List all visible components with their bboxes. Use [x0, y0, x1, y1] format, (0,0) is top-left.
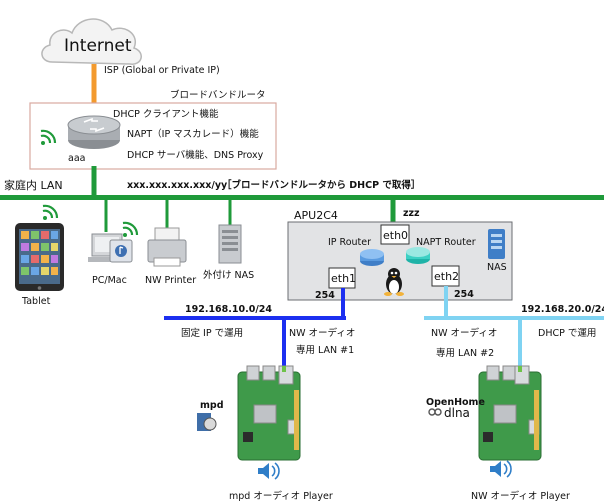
- napt-router-label: NAPT Router: [416, 237, 476, 248]
- apu-title: APU2C4: [294, 209, 338, 222]
- eth1-label: eth1: [331, 272, 356, 285]
- mpd-player-label: mpd オーディオ Player: [229, 490, 333, 502]
- router-icon: [67, 115, 121, 149]
- ip-router-icon: [360, 249, 384, 266]
- internal-nas-label: NAS: [487, 262, 507, 273]
- router-port-label: aaa: [68, 153, 85, 164]
- nw-player-label: NW オーディオ Player: [471, 490, 570, 502]
- speaker-icon-right: [490, 460, 512, 478]
- lan1-name: 専用 LAN #1: [296, 344, 354, 356]
- printer-label: NW Printer: [145, 275, 196, 286]
- lan2-mode: DHCP で運用: [538, 328, 596, 339]
- lan2-name: 専用 LAN #2: [436, 347, 494, 359]
- pc-icon: [88, 233, 133, 263]
- mpd-logo: mpd: [197, 400, 224, 431]
- lan-dhcp-note: ［ブロードバンドルータから DHCP で取得］: [222, 179, 420, 191]
- router-feature: NAPT（IP マスカレード）機能: [127, 128, 259, 140]
- lan1-bus: [164, 316, 346, 320]
- eth2-address: 254: [454, 289, 474, 300]
- lan1-mode: 固定 IP で運用: [181, 327, 243, 339]
- apu-port-label: zzz: [403, 208, 420, 219]
- lan1-device: NW オーディオ: [289, 327, 355, 339]
- internet-cloud: Internet: [41, 18, 142, 65]
- tablet-icon: [15, 223, 64, 291]
- mpd-logo-text: mpd: [200, 400, 224, 411]
- router-feature: DHCP クライアント機能: [113, 108, 219, 120]
- openhome-logo-text: OpenHome: [426, 397, 485, 408]
- eth0-label: eth0: [383, 229, 408, 242]
- napt-router-icon: [406, 247, 430, 264]
- raspberry-pi-left-icon: [237, 365, 301, 461]
- wifi-icon-pc: [122, 221, 139, 237]
- eth2-label: eth2: [434, 270, 459, 283]
- speaker-icon-left: [258, 462, 280, 480]
- isp-label: ISP (Global or Private IP): [104, 65, 220, 76]
- home-lan-label: 家庭内 LAN: [4, 178, 63, 192]
- tablet-label: Tablet: [21, 296, 51, 307]
- raspberry-pi-right-icon: [478, 365, 542, 461]
- router-title: ブロードバンドルータ: [170, 89, 265, 101]
- home-lan-bus: [0, 195, 604, 200]
- linux-tux-icon: [384, 268, 404, 296]
- internet-label: Internet: [64, 36, 132, 56]
- lan2-bus: [424, 316, 604, 320]
- lan2-device: NW オーディオ: [431, 327, 497, 339]
- external-nas-label: 外付け NAS: [203, 269, 254, 281]
- openhome-dlna-logo: OpenHome dlna: [426, 397, 485, 420]
- eth1-address: 254: [315, 290, 335, 301]
- printer-icon: [147, 227, 187, 267]
- wifi-icon-router: [40, 129, 57, 145]
- dlna-logo-text: dlna: [444, 406, 470, 420]
- internal-nas-icon: [488, 229, 505, 259]
- lan2-subnet: 192.168.20.0/24: [521, 304, 604, 315]
- external-nas-icon: [218, 224, 242, 264]
- pc-label: PC/Mac: [92, 275, 127, 286]
- lan1-subnet: 192.168.10.0/24: [185, 304, 272, 315]
- wifi-icon-tablet: [42, 204, 59, 220]
- ip-router-label: IP Router: [328, 237, 371, 248]
- lan-subnet: xxx.xxx.xxx.xxx/yy: [127, 180, 228, 191]
- router-feature: DHCP サーバ機能、DNS Proxy: [127, 149, 264, 161]
- eth0-port: [380, 224, 410, 245]
